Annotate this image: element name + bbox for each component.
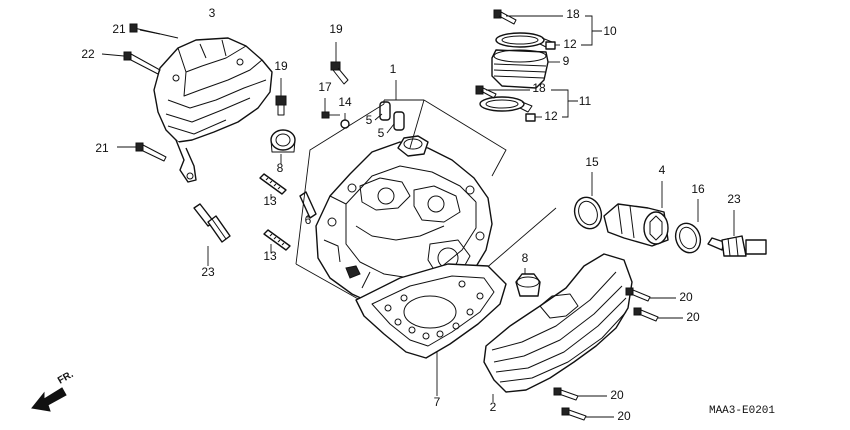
bolt-20-a <box>625 287 676 302</box>
stud-13-lower <box>263 229 291 253</box>
front-label: FR. <box>56 369 76 387</box>
callout-10-11-brackets <box>551 15 602 118</box>
front-direction-indicator: FR. <box>31 369 76 412</box>
front-arrow-icon <box>31 387 67 412</box>
stud-13-upper <box>259 173 287 200</box>
head-cover-rear <box>153 37 273 183</box>
bolt-20-b <box>633 307 683 322</box>
grommet-8-left <box>270 129 296 164</box>
callout-5b: 5 <box>378 126 385 140</box>
diagram-code: MAA3-E0201 <box>709 405 775 417</box>
callout-16: 16 <box>691 182 705 196</box>
callout-20-c: 20 <box>610 388 624 402</box>
bolt-22 <box>101 51 161 75</box>
bolt-20-d <box>561 407 614 421</box>
callout-2: 2 <box>490 400 497 414</box>
nut-12-mid <box>525 113 542 122</box>
cap-8-right <box>515 268 541 297</box>
bolt-17 <box>321 98 340 119</box>
callout-17: 17 <box>318 80 332 94</box>
callout-1: 1 <box>390 62 397 76</box>
callout-8-right: 8 <box>522 251 529 265</box>
washer-14 <box>340 113 350 129</box>
callout-19-top: 19 <box>329 22 343 36</box>
assembly-guide-lines <box>295 99 557 301</box>
band-11 <box>479 96 533 113</box>
bolt-21-top <box>129 23 179 39</box>
callout-labels: 3 21 22 21 19 19 17 14 1 5 5 8 13 6 13 2… <box>81 6 741 423</box>
band-10 <box>495 32 553 49</box>
callout-21-side: 21 <box>95 141 109 155</box>
spark-plug-left <box>193 203 231 266</box>
bolt-18-mid <box>475 85 530 99</box>
callout-6: 6 <box>305 213 312 227</box>
callout-20-b: 20 <box>686 310 700 324</box>
insulator-9 <box>491 49 560 89</box>
callout-20-a: 20 <box>679 290 693 304</box>
o-ring-16 <box>674 199 702 254</box>
bolt-21-side <box>117 142 167 162</box>
callout-3: 3 <box>209 6 216 20</box>
callout-12-mid: 12 <box>544 109 558 123</box>
callout-4: 4 <box>659 163 666 177</box>
callout-13-lower: 13 <box>263 249 277 263</box>
callout-9: 9 <box>563 54 570 68</box>
callout-21-top: 21 <box>112 22 126 36</box>
callout-18-mid: 18 <box>532 81 546 95</box>
head-cover-front <box>483 253 633 402</box>
plug-tube-4 <box>603 181 669 247</box>
callout-10: 10 <box>603 24 617 38</box>
callout-23-right: 23 <box>727 192 741 206</box>
callout-5a: 5 <box>366 113 373 127</box>
bolt-19-mid <box>275 78 287 116</box>
callout-23-left: 23 <box>201 265 215 279</box>
callout-19-mid: 19 <box>274 59 288 73</box>
o-ring-15 <box>573 172 603 230</box>
callout-14: 14 <box>338 95 352 109</box>
cylinder-head-gasket <box>355 263 507 396</box>
dowel-5 <box>374 101 405 134</box>
callout-22: 22 <box>81 47 95 61</box>
callout-18-top: 18 <box>566 7 580 21</box>
nut-12-top <box>545 41 560 50</box>
bolt-20-c <box>553 387 607 401</box>
callout-7: 7 <box>434 395 441 409</box>
callout-13-upper: 13 <box>263 194 277 208</box>
spark-plug-right <box>707 210 767 257</box>
bolt-18-top <box>493 9 563 25</box>
callout-11: 11 <box>579 94 592 108</box>
callout-12-top: 12 <box>563 37 577 51</box>
callout-8-left: 8 <box>277 161 284 175</box>
callout-1-leader <box>383 80 424 104</box>
bolt-19-top <box>330 42 349 85</box>
callout-20-d: 20 <box>617 409 631 423</box>
callout-15: 15 <box>585 155 599 169</box>
